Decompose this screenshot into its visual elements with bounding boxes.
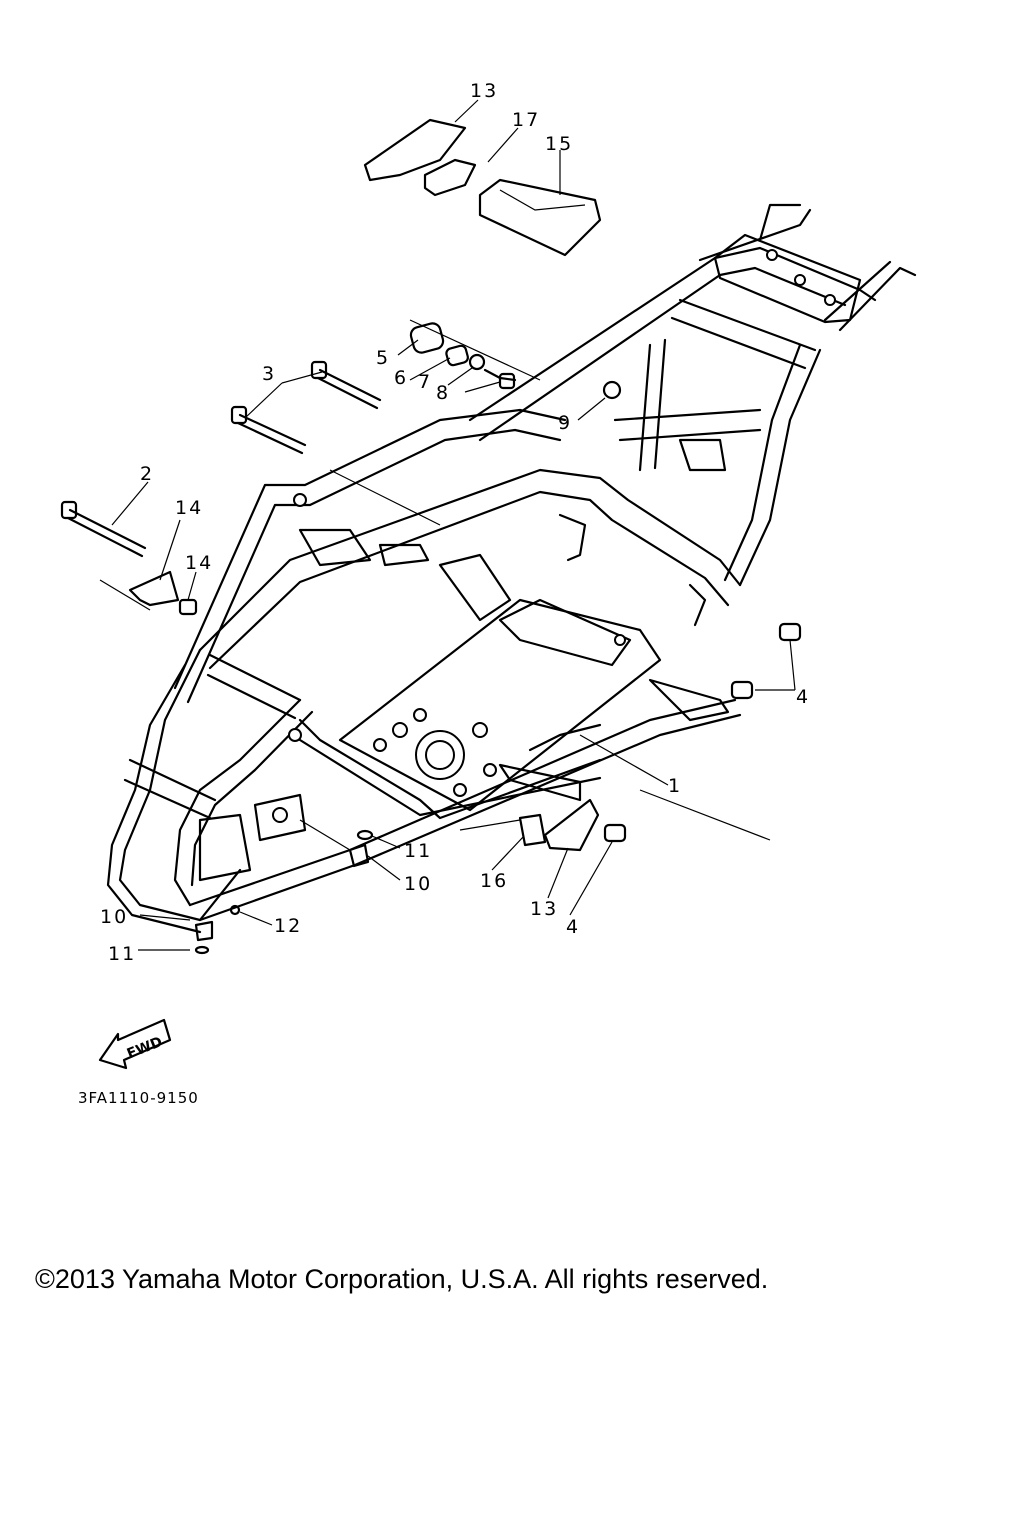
part-2-bolt xyxy=(68,508,147,550)
callout-3: 3 xyxy=(262,363,276,385)
part-3-bolt-lower xyxy=(238,413,307,447)
fwd-label: FWD xyxy=(125,1034,165,1063)
callout-10-left: 10 xyxy=(100,906,128,928)
callout-9: 9 xyxy=(558,412,572,434)
callout-7: 7 xyxy=(418,371,432,393)
part-5-bushing xyxy=(409,322,445,354)
callout-17: 17 xyxy=(512,109,540,131)
part-14-collar-right xyxy=(518,813,547,847)
callout-1: 1 xyxy=(668,775,682,797)
part-3-bolt-upper xyxy=(318,368,382,402)
callout-13-right: 13 xyxy=(530,898,558,920)
callout-5: 5 xyxy=(376,347,390,369)
callout-8: 8 xyxy=(436,382,450,404)
leader-lines xyxy=(111,99,796,951)
part-11-pin-right xyxy=(356,829,374,841)
part-6-collar xyxy=(445,344,469,367)
part-4-nut-middle xyxy=(730,680,754,700)
part-9-nut xyxy=(602,380,622,400)
copyright-notice: ©2013 Yamaha Motor Corporation, U.S.A. A… xyxy=(35,1264,769,1294)
callout-4-lower: 4 xyxy=(566,916,580,938)
callout-16: 13 xyxy=(470,80,498,102)
callout-11-right: 11 xyxy=(404,840,432,862)
frame-part-1 xyxy=(106,203,917,934)
callout-12: 12 xyxy=(274,915,302,937)
part-7-washer xyxy=(468,353,486,371)
callout-13-left: 14 xyxy=(175,497,203,519)
callout-10-right: 10 xyxy=(404,873,432,895)
part-10-damper-right xyxy=(348,843,370,868)
drawing-code: 3FA1110-9150 xyxy=(78,1089,199,1107)
part-11-pin-left xyxy=(194,945,210,955)
part-15-pad xyxy=(478,178,602,257)
part-10-damper-left xyxy=(194,920,214,942)
callout-11-left: 11 xyxy=(108,943,136,965)
part-12-screw xyxy=(229,904,241,916)
part-4-nut-lower xyxy=(603,823,627,843)
part-14-collar-left xyxy=(178,598,198,616)
part-13-bracket-right xyxy=(543,798,600,852)
callout-4-upper: 4 xyxy=(796,686,810,708)
frame-exploded-diagram: 13 17 15 5 6 7 8 9 3 2 14 14 1 4 11 10 1… xyxy=(60,80,917,1107)
callout-14-left: 14 xyxy=(185,552,213,574)
forward-arrow-icon: FWD xyxy=(98,1018,172,1070)
part-4-nut-upper xyxy=(778,622,802,642)
part-17-clip xyxy=(423,158,477,197)
callout-14-right: 16 xyxy=(480,870,508,892)
part-13-bracket-left xyxy=(128,570,180,607)
part-16-cover xyxy=(363,118,467,182)
callout-6: 6 xyxy=(394,367,408,389)
callout-15: 15 xyxy=(545,133,573,155)
callout-2: 2 xyxy=(140,463,154,485)
